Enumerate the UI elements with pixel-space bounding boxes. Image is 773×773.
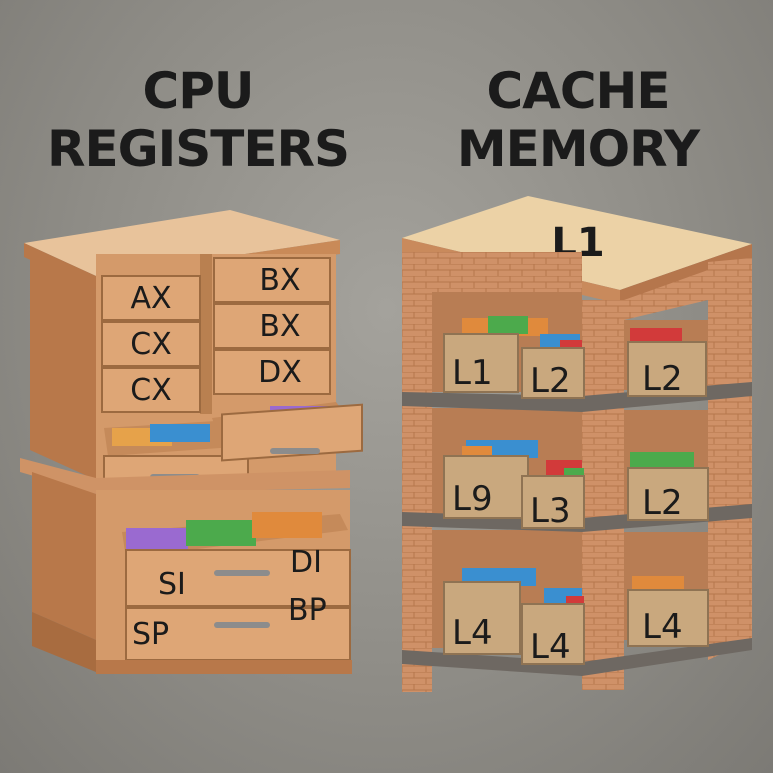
cache-box-row3-3[interactable]: L4 <box>627 576 709 647</box>
register-cabinet: AX CX CX BX BX DX <box>20 210 363 674</box>
title-line: CPU <box>142 62 255 120</box>
cache-box-row1-1[interactable]: L1 <box>443 316 548 393</box>
cache-shelf: L1 L1 L2 <box>402 196 752 692</box>
cache-box-label: L4 <box>642 607 683 647</box>
drawer-label: BX <box>259 263 300 298</box>
cache-box-label: L2 <box>642 483 683 523</box>
cache-box-label: L1 <box>452 353 493 393</box>
drawer-label: DI <box>290 545 322 580</box>
cache-box-label: L9 <box>452 479 493 519</box>
cpu-registers-title: CPU REGISTERS <box>18 62 378 178</box>
drawer-label: BP <box>288 593 327 628</box>
cache-box-row3-2[interactable]: L4 <box>521 588 585 667</box>
drawer-bx-1[interactable]: BX <box>213 257 331 303</box>
drawer-handle <box>270 448 320 454</box>
cache-box-row1-2[interactable]: L2 <box>521 334 585 401</box>
cache-box-label: L2 <box>642 359 683 399</box>
open-drawer-right[interactable] <box>212 402 363 462</box>
drawer-label: AX <box>130 281 171 316</box>
drawer-label: CX <box>130 373 172 408</box>
title-line: MEMORY <box>456 120 700 178</box>
cache-box-row2-1[interactable]: L9 <box>443 440 538 519</box>
drawer-cx-2[interactable]: CX <box>101 367 201 413</box>
cache-box-label: L4 <box>530 627 571 667</box>
drawer-label: CX <box>130 327 172 362</box>
drawer-label: DX <box>258 355 302 390</box>
drawer-handle <box>214 570 270 576</box>
drawer-sp-bp[interactable]: SP BP <box>125 593 351 661</box>
drawer-label: SP <box>132 617 169 652</box>
drawer-ax[interactable]: AX <box>101 275 201 321</box>
shelf-top <box>402 196 752 290</box>
title-line: REGISTERS <box>46 120 350 178</box>
cache-box-row3-1[interactable]: L4 <box>443 568 536 655</box>
drawer-label: SI <box>158 567 186 602</box>
cache-box-row2-2[interactable]: L3 <box>521 460 585 531</box>
drawer-cx-1[interactable]: CX <box>101 321 201 367</box>
cache-memory-title: CACHE MEMORY <box>398 62 758 178</box>
cache-box-label: L2 <box>530 361 571 401</box>
cache-box-row2-3[interactable]: L2 <box>627 452 709 523</box>
drawer-label: BX <box>259 309 300 344</box>
drawer-si-di[interactable]: SI DI <box>122 512 351 607</box>
drawer-handle <box>214 622 270 628</box>
cache-box-row1-3[interactable]: L2 <box>627 328 707 399</box>
cache-box-label: L3 <box>530 491 571 531</box>
drawer-bx-2[interactable]: BX <box>213 303 331 349</box>
drawer-dx[interactable]: DX <box>213 349 331 395</box>
title-line: CACHE <box>486 62 670 120</box>
cache-box-label: L4 <box>452 613 493 653</box>
